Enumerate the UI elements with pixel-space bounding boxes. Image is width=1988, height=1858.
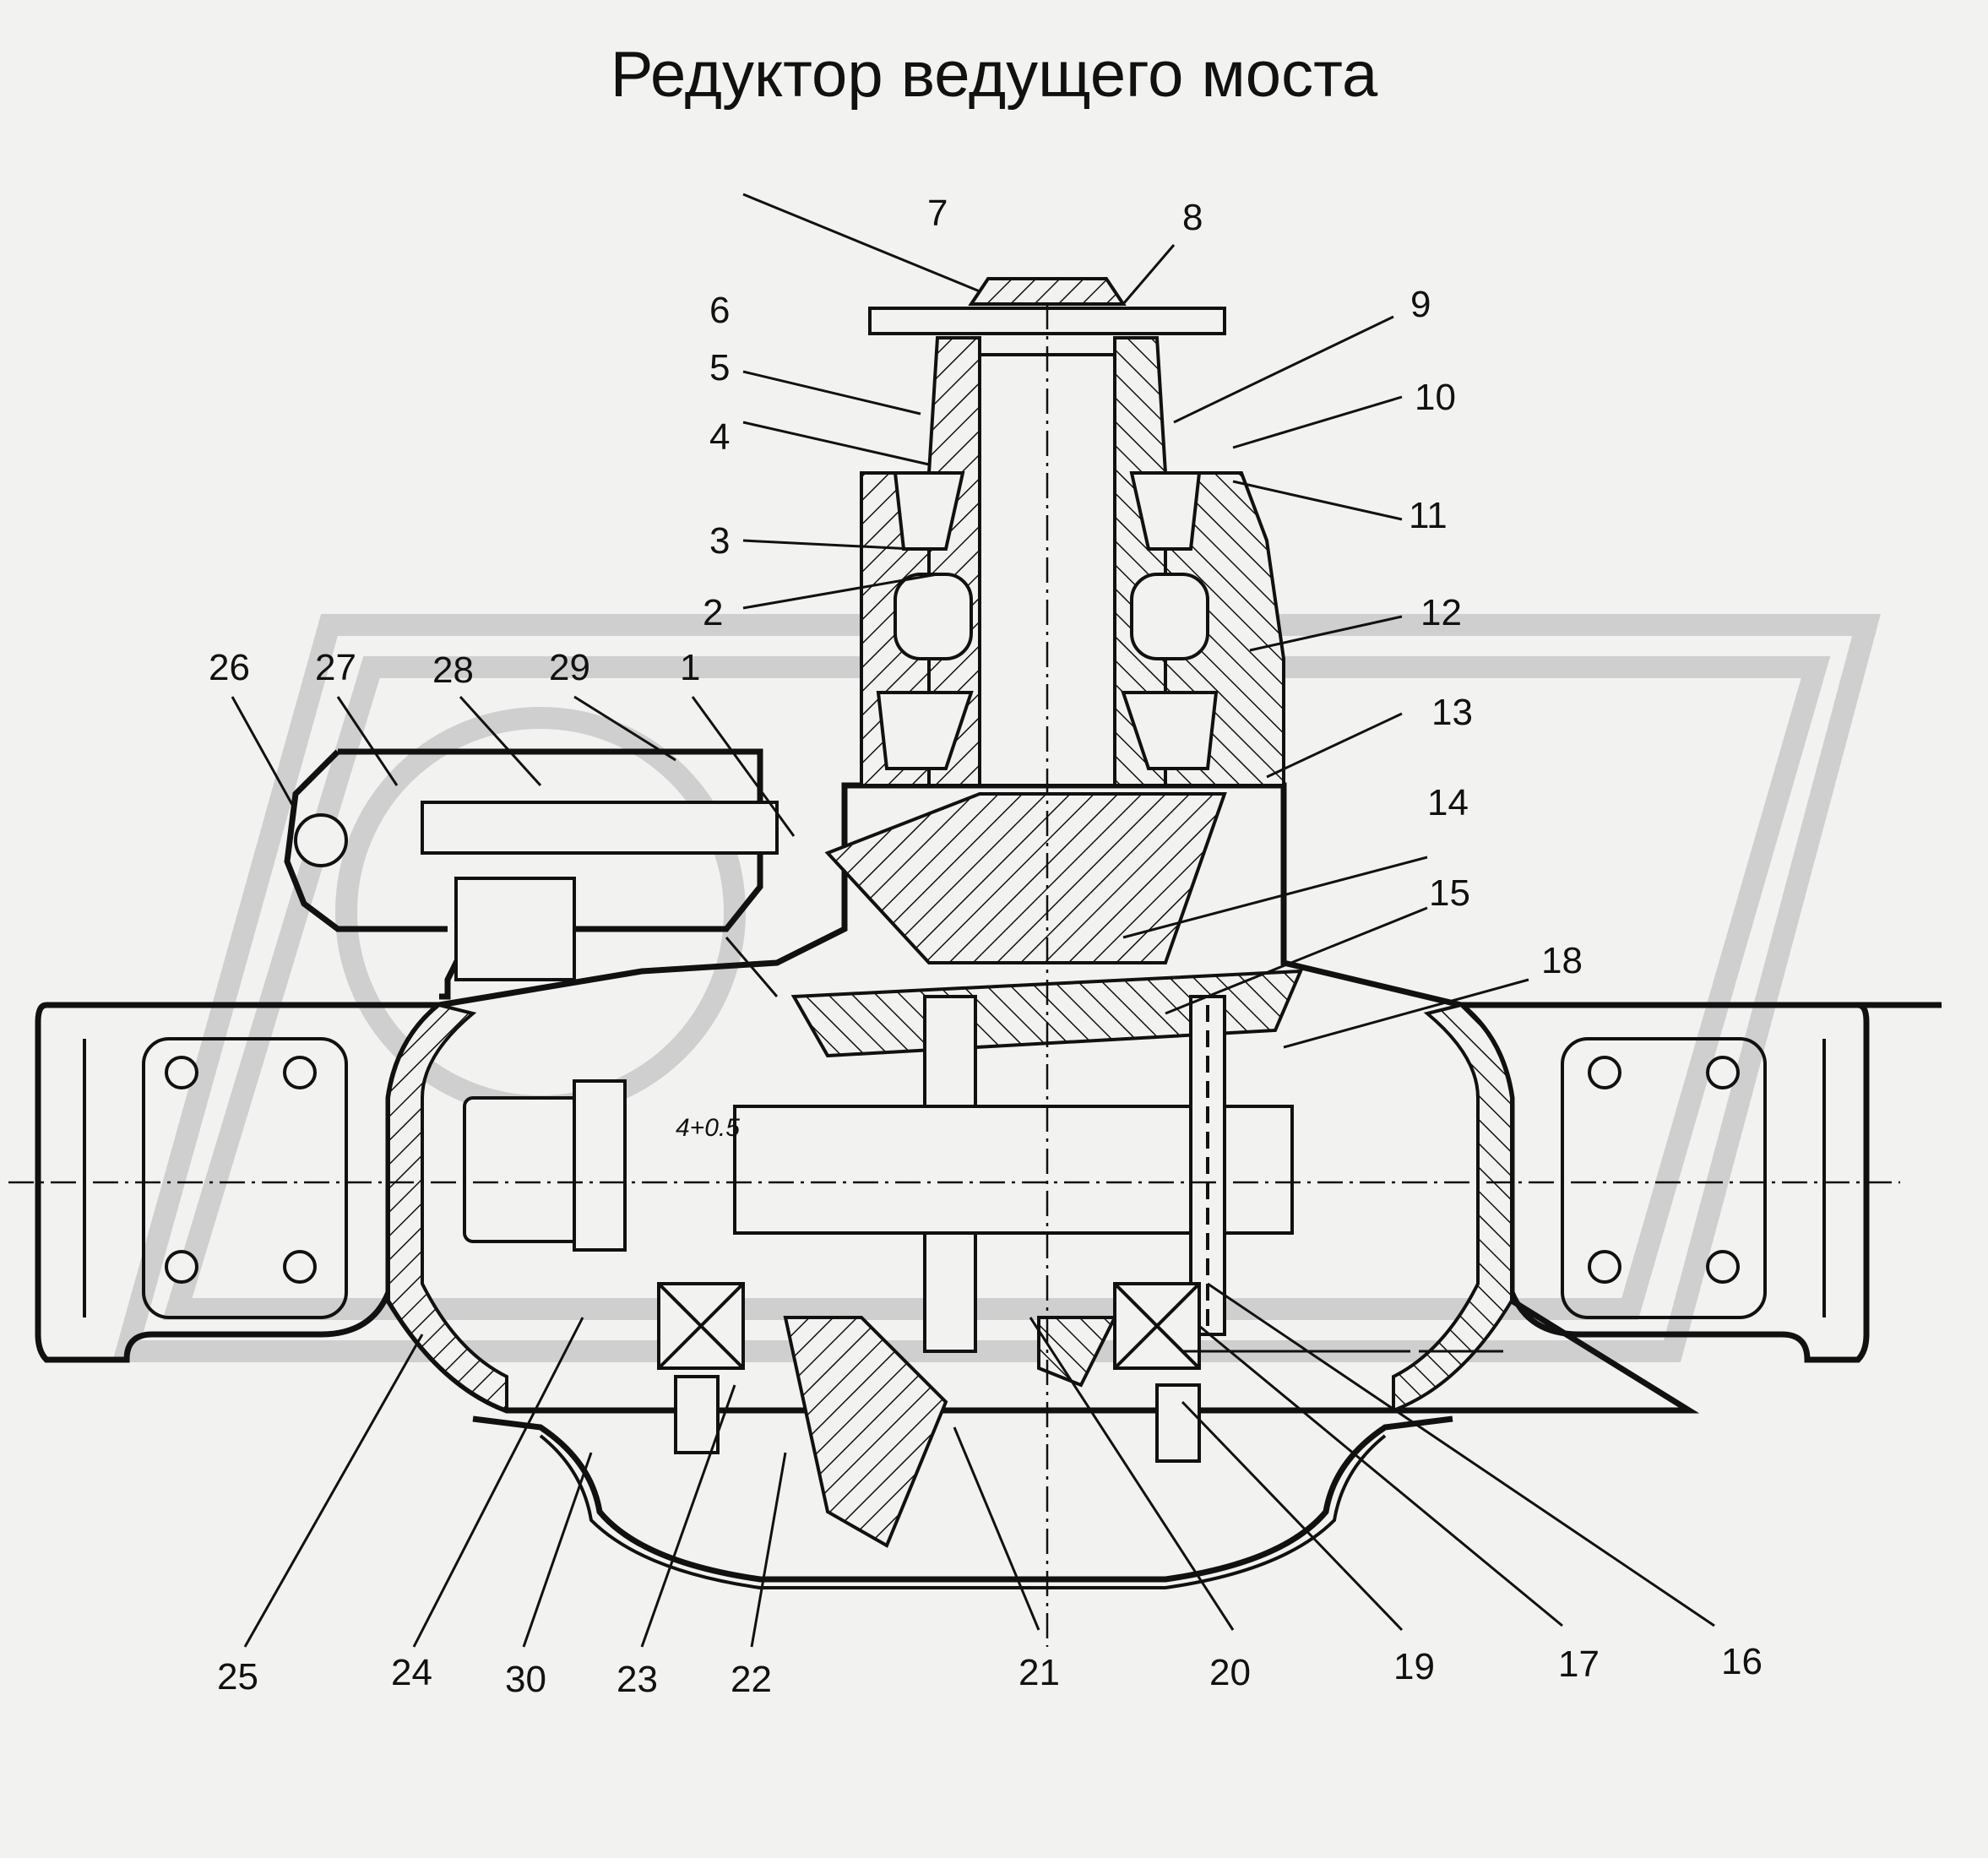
callout-3: 3	[709, 520, 730, 562]
callout-28: 28	[432, 649, 474, 691]
callout-8: 8	[1182, 197, 1203, 238]
callout-20: 20	[1209, 1652, 1251, 1693]
callout-10: 10	[1415, 377, 1456, 418]
callout-14: 14	[1427, 782, 1469, 823]
central-housing	[385, 782, 1700, 1414]
callout-23: 23	[616, 1659, 658, 1700]
callout-4: 4	[709, 416, 730, 458]
callout-15: 15	[1429, 872, 1470, 914]
callout-7: 7	[927, 193, 948, 234]
dimension-annotation: 4+0.5	[676, 1114, 740, 1142]
callout-1: 1	[680, 647, 700, 688]
callout-19: 19	[1393, 1646, 1435, 1687]
lock-mechanism	[284, 748, 779, 1000]
callout-13: 13	[1431, 692, 1473, 733]
callout-9: 9	[1410, 284, 1431, 325]
callout-2: 2	[703, 592, 723, 633]
callout-27: 27	[315, 647, 356, 688]
callout-30: 30	[505, 1659, 546, 1700]
callout-labels: 1 2 3 4 5 6 7 8 9 10 11 12 13 14 15 16 1…	[209, 193, 1763, 1700]
differential-assembly	[463, 792, 1304, 1548]
callout-25: 25	[217, 1656, 258, 1698]
callout-16: 16	[1721, 1641, 1763, 1682]
callout-22: 22	[731, 1659, 772, 1700]
callout-29: 29	[549, 647, 590, 688]
pinion-shaft-assembly	[860, 277, 1285, 787]
callout-5: 5	[709, 347, 730, 388]
callout-17: 17	[1558, 1643, 1600, 1685]
centerlines	[8, 304, 1900, 1647]
diagram-title: Редуктор ведущего моста	[610, 39, 1378, 111]
callout-12: 12	[1420, 592, 1462, 633]
callout-18: 18	[1541, 940, 1583, 981]
callout-24: 24	[391, 1652, 432, 1693]
callout-21: 21	[1018, 1652, 1060, 1693]
flange-bolt-holes	[165, 1056, 1740, 1284]
leader-lines	[231, 193, 1715, 1648]
callout-11: 11	[1409, 495, 1448, 536]
bottom-cover	[472, 1415, 1453, 1589]
callout-6: 6	[709, 290, 730, 331]
callout-26: 26	[209, 647, 250, 688]
